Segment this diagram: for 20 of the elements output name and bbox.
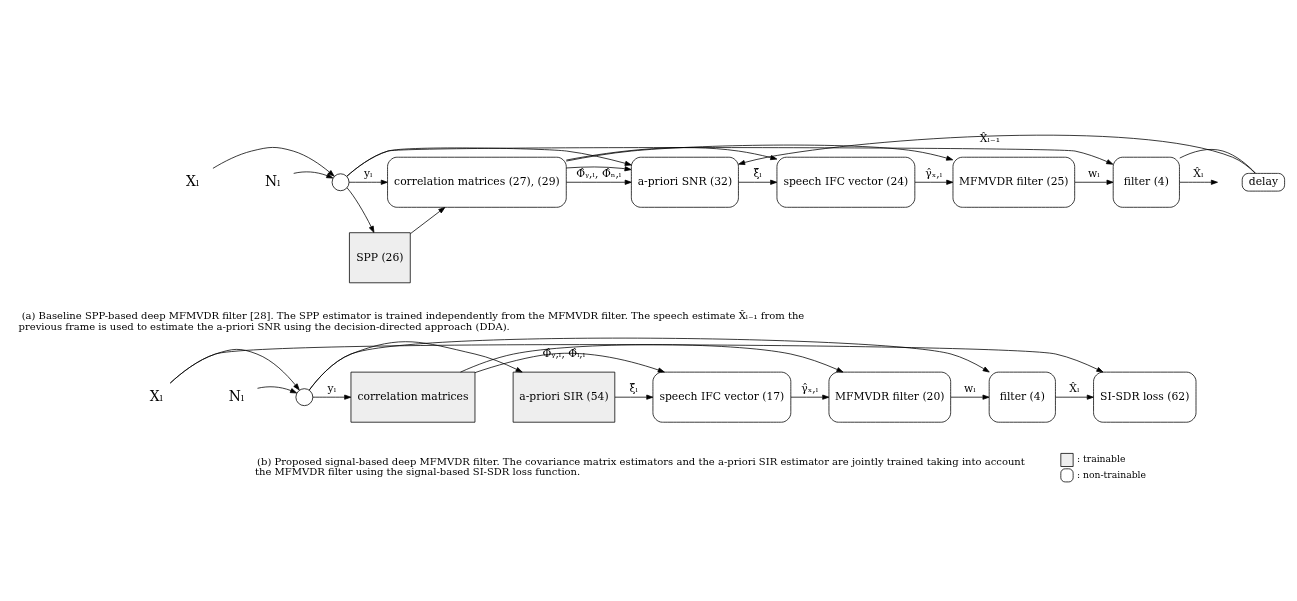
- edge-label: γ̂ₓ,ₗ: [801, 381, 819, 395]
- label: (a) Baseline SPP-based deep MFMVDR filter [28]. The SPP estimator is trained independently from the MFMVDR filter. The speech estimate X̂ₗ₋₁ from the previous frame is used to estimate the a-priori SNR using the decision-directed approach (DDA).: [18, 310, 805, 333]
- edge-label: ξ̂ₗ: [753, 167, 762, 181]
- node-text: Xₗ: [149, 387, 164, 404]
- edge-label: wₗ: [964, 381, 976, 395]
- node-text: Nₗ: [265, 172, 281, 189]
- edge-label: X̂ₗ₋₁: [979, 131, 1001, 145]
- edge-label: yₗ: [327, 381, 337, 395]
- edge-label: yₗ: [363, 167, 373, 181]
- edge-label: γ̂ₓ,ₗ: [925, 167, 943, 181]
- node-text: Xₗ: [186, 172, 200, 189]
- legend-label: : trainable: [1076, 453, 1126, 465]
- edge-label: wₗ: [1088, 167, 1100, 181]
- edge-label: X̂ₗ: [1069, 381, 1080, 395]
- node-text: Nₗ: [228, 387, 245, 404]
- edge-label: X̂ₗ: [1193, 167, 1204, 181]
- edge-label: Φ̂ᵧ,ₗ, Φ̂ₙ,ₗ: [576, 167, 622, 181]
- label: (b) Proposed signal-based deep MFMVDR filter. The covariance matrix estimators and the a-priori SIR estimator are jointly trained taking into account the MFMVDR filter using the signal-based SI-SDR loss function.: [255, 455, 1025, 478]
- legend-label: : non-trainable: [1076, 468, 1146, 480]
- edge-label: ξ̂ₗ: [629, 381, 639, 395]
